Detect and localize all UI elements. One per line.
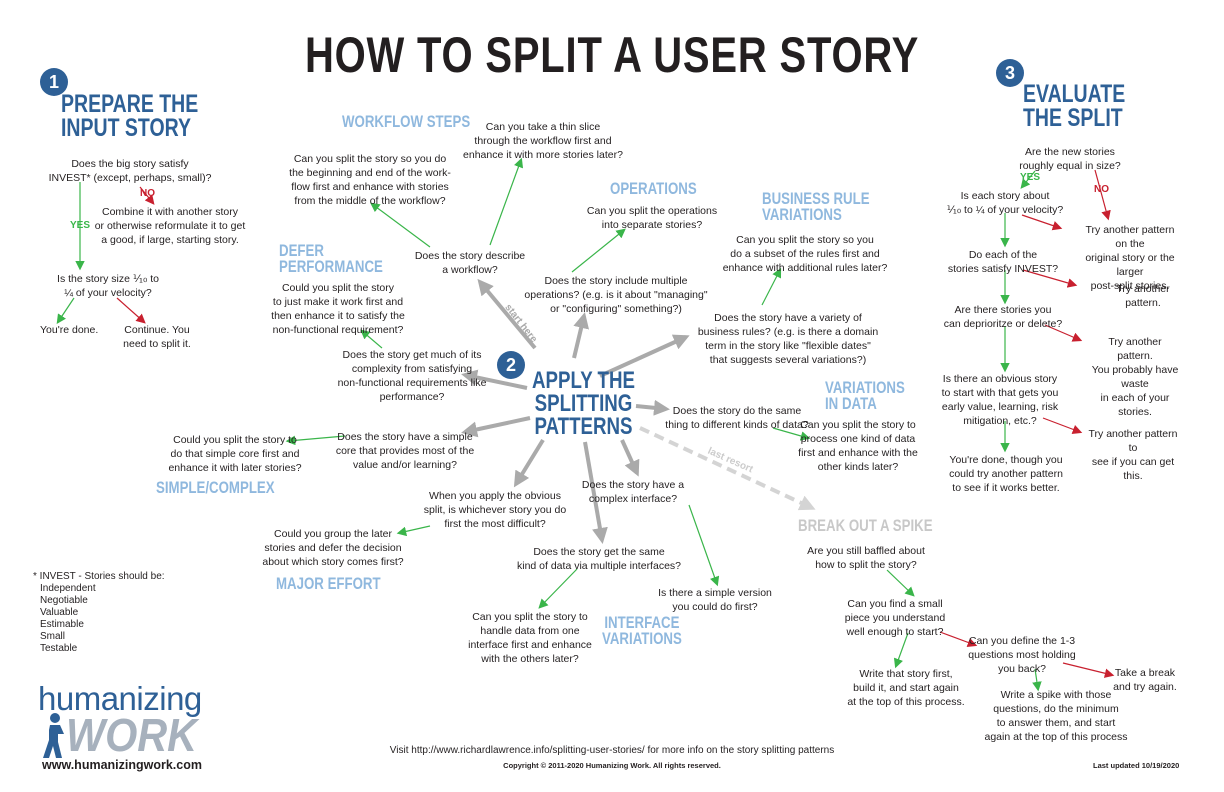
eval-done: You're done, though you could try anothe… [949, 454, 1063, 494]
no-label: NO [140, 188, 155, 199]
footer-visit: Visit http://www.richardlawrence.info/sp… [389, 745, 835, 756]
variations-data-heading: VARIATIONS IN DATA [825, 378, 905, 414]
eval-q5: Is there an obvious story to start with … [941, 373, 1059, 427]
invest-item: Small [40, 631, 66, 642]
eval-q3: Do each of the stories satisfy INVEST? [947, 249, 1059, 275]
spike-heading: BREAK OUT A SPIKE [798, 516, 933, 535]
operations-heading: OPERATIONS [610, 179, 697, 198]
spike-a2: Write that story first, build it, and st… [847, 668, 965, 708]
section-1-heading: PREPARE THE INPUT STORY [61, 90, 199, 142]
major-effort-q: When you apply the obvious split, is whi… [423, 490, 567, 530]
invest-footnote: * INVEST - Stories should be: Independen… [33, 571, 165, 655]
simple-complex-q: Does the story have a simple core that p… [335, 431, 475, 471]
arrow-multi-interface [583, 441, 608, 544]
operations-q: Does the story include multiple operatio… [524, 275, 708, 315]
arrow-start-here [477, 278, 537, 350]
arrow-complex-interface [620, 439, 640, 477]
arrow-business-rules [599, 334, 690, 378]
footer-copyright: Copyright © 2011-2020 Humanizing Work. A… [503, 761, 721, 770]
step-2-badge: 2 [497, 351, 525, 379]
interface-q1: Does the story have a complex interface? [581, 479, 685, 505]
workflow-a1: Can you take a thin slice through the wo… [463, 121, 623, 161]
business-rules-q: Does the story have a variety of busines… [697, 312, 879, 366]
spike-a3-no: Take a break and try again. [1113, 667, 1177, 693]
interface-heading: INTERFACE VARIATIONS [602, 613, 682, 649]
logo-work: WORK [66, 709, 198, 761]
workflow-a2: Can you split the story so you do the be… [289, 153, 451, 207]
eval-q1: Are the new stories roughly equal in siz… [1019, 146, 1121, 172]
section-3-heading: EVALUATE THE SPLIT [1023, 80, 1126, 132]
done-text: You're done. [40, 324, 99, 336]
defer-performance-q: Does the story get much of its complexit… [337, 349, 487, 403]
step-1-badge: 1 [40, 68, 68, 96]
eval-n4: Try another pattern to see if you can ge… [1088, 428, 1178, 482]
interface-a2: Can you split the story to handle data f… [468, 611, 592, 665]
step-3-badge: 3 [996, 59, 1024, 87]
q-size: Is the story size ⅒ to ¼ of your velocit… [57, 273, 159, 299]
eval-n3: Try another pattern. You probably have w… [1091, 336, 1179, 418]
operations-a: Can you split the operations into separa… [586, 205, 718, 231]
arrow-data [635, 399, 670, 416]
eval-q4: Are there stories you can deprioritze or… [943, 304, 1063, 330]
invest-item: Testable [40, 643, 78, 654]
eval-n1: Try another pattern on the original stor… [1085, 224, 1175, 292]
logo-url[interactable]: www.humanizingwork.com [42, 758, 202, 772]
interface-a1: Is there a simple version you could do f… [658, 587, 772, 613]
footer-updated: Last updated 10/19/2020 [1093, 761, 1180, 770]
arrow-operations [572, 312, 590, 359]
invest-item: Valuable [40, 607, 79, 618]
business-rules-heading: BUSINESS RULE VARIATIONS [762, 189, 870, 225]
spike-q1: Are you still baffled about how to split… [807, 545, 925, 571]
workflow-heading: WORKFLOW STEPS [342, 112, 471, 131]
variations-data-a: Can you split the story to process one k… [798, 419, 918, 473]
spike-q2: Can you find a small piece you understan… [844, 598, 946, 638]
arrow-defer [461, 369, 528, 390]
eval-yes-label: YES [1020, 172, 1041, 183]
logo-humanizing: humanizing [38, 680, 202, 717]
arrow-major [513, 438, 545, 488]
defer-performance-heading: DEFER PERFORMANCE [279, 241, 383, 277]
q-invest: Does the big story satisfy INVEST* (exce… [48, 158, 212, 184]
page-title: HOW TO SPLIT A USER STORY [304, 27, 920, 83]
eval-no-label: NO [1094, 184, 1109, 195]
eval-n2: Try another pattern. [1116, 283, 1170, 309]
yes-label: YES [70, 220, 91, 231]
major-effort-heading: MAJOR EFFORT [276, 574, 381, 593]
simple-complex-a: Could you split the story to do that sim… [168, 434, 302, 474]
arrow-simple [461, 416, 531, 438]
variations-data-q: Does the story do the same thing to diff… [665, 405, 809, 431]
business-rules-a: Can you split the story so you do a subs… [722, 234, 888, 274]
continue-text: Continue. You need to split it. [123, 324, 191, 350]
person-pushing-icon [43, 713, 64, 758]
spike-q3: Can you define the 1-3 questions most ho… [968, 635, 1076, 675]
invest-title: * INVEST - Stories should be: [33, 571, 165, 582]
combine-text: Combine it with another story or otherwi… [94, 206, 246, 246]
invest-item: Negotiable [40, 595, 88, 606]
eval-q2: Is each story about ⅒ to ¼ of your veloc… [946, 190, 1064, 216]
invest-item: Estimable [40, 619, 84, 630]
defer-performance-a: Could you split the story to just make i… [271, 282, 405, 336]
section-2-heading: APPLY THE SPLITTING PATTERNS [532, 367, 635, 440]
invest-item: Independent [40, 583, 96, 594]
workflow-q: Does the story describe a workflow? [414, 250, 526, 276]
major-effort-a: Could you group the later stories and de… [262, 528, 404, 568]
interface-q2: Does the story get the same kind of data… [516, 546, 682, 572]
spike-a3-yes: Write a spike with those questions, do t… [984, 689, 1128, 743]
simple-complex-heading: SIMPLE/COMPLEX [156, 478, 275, 497]
